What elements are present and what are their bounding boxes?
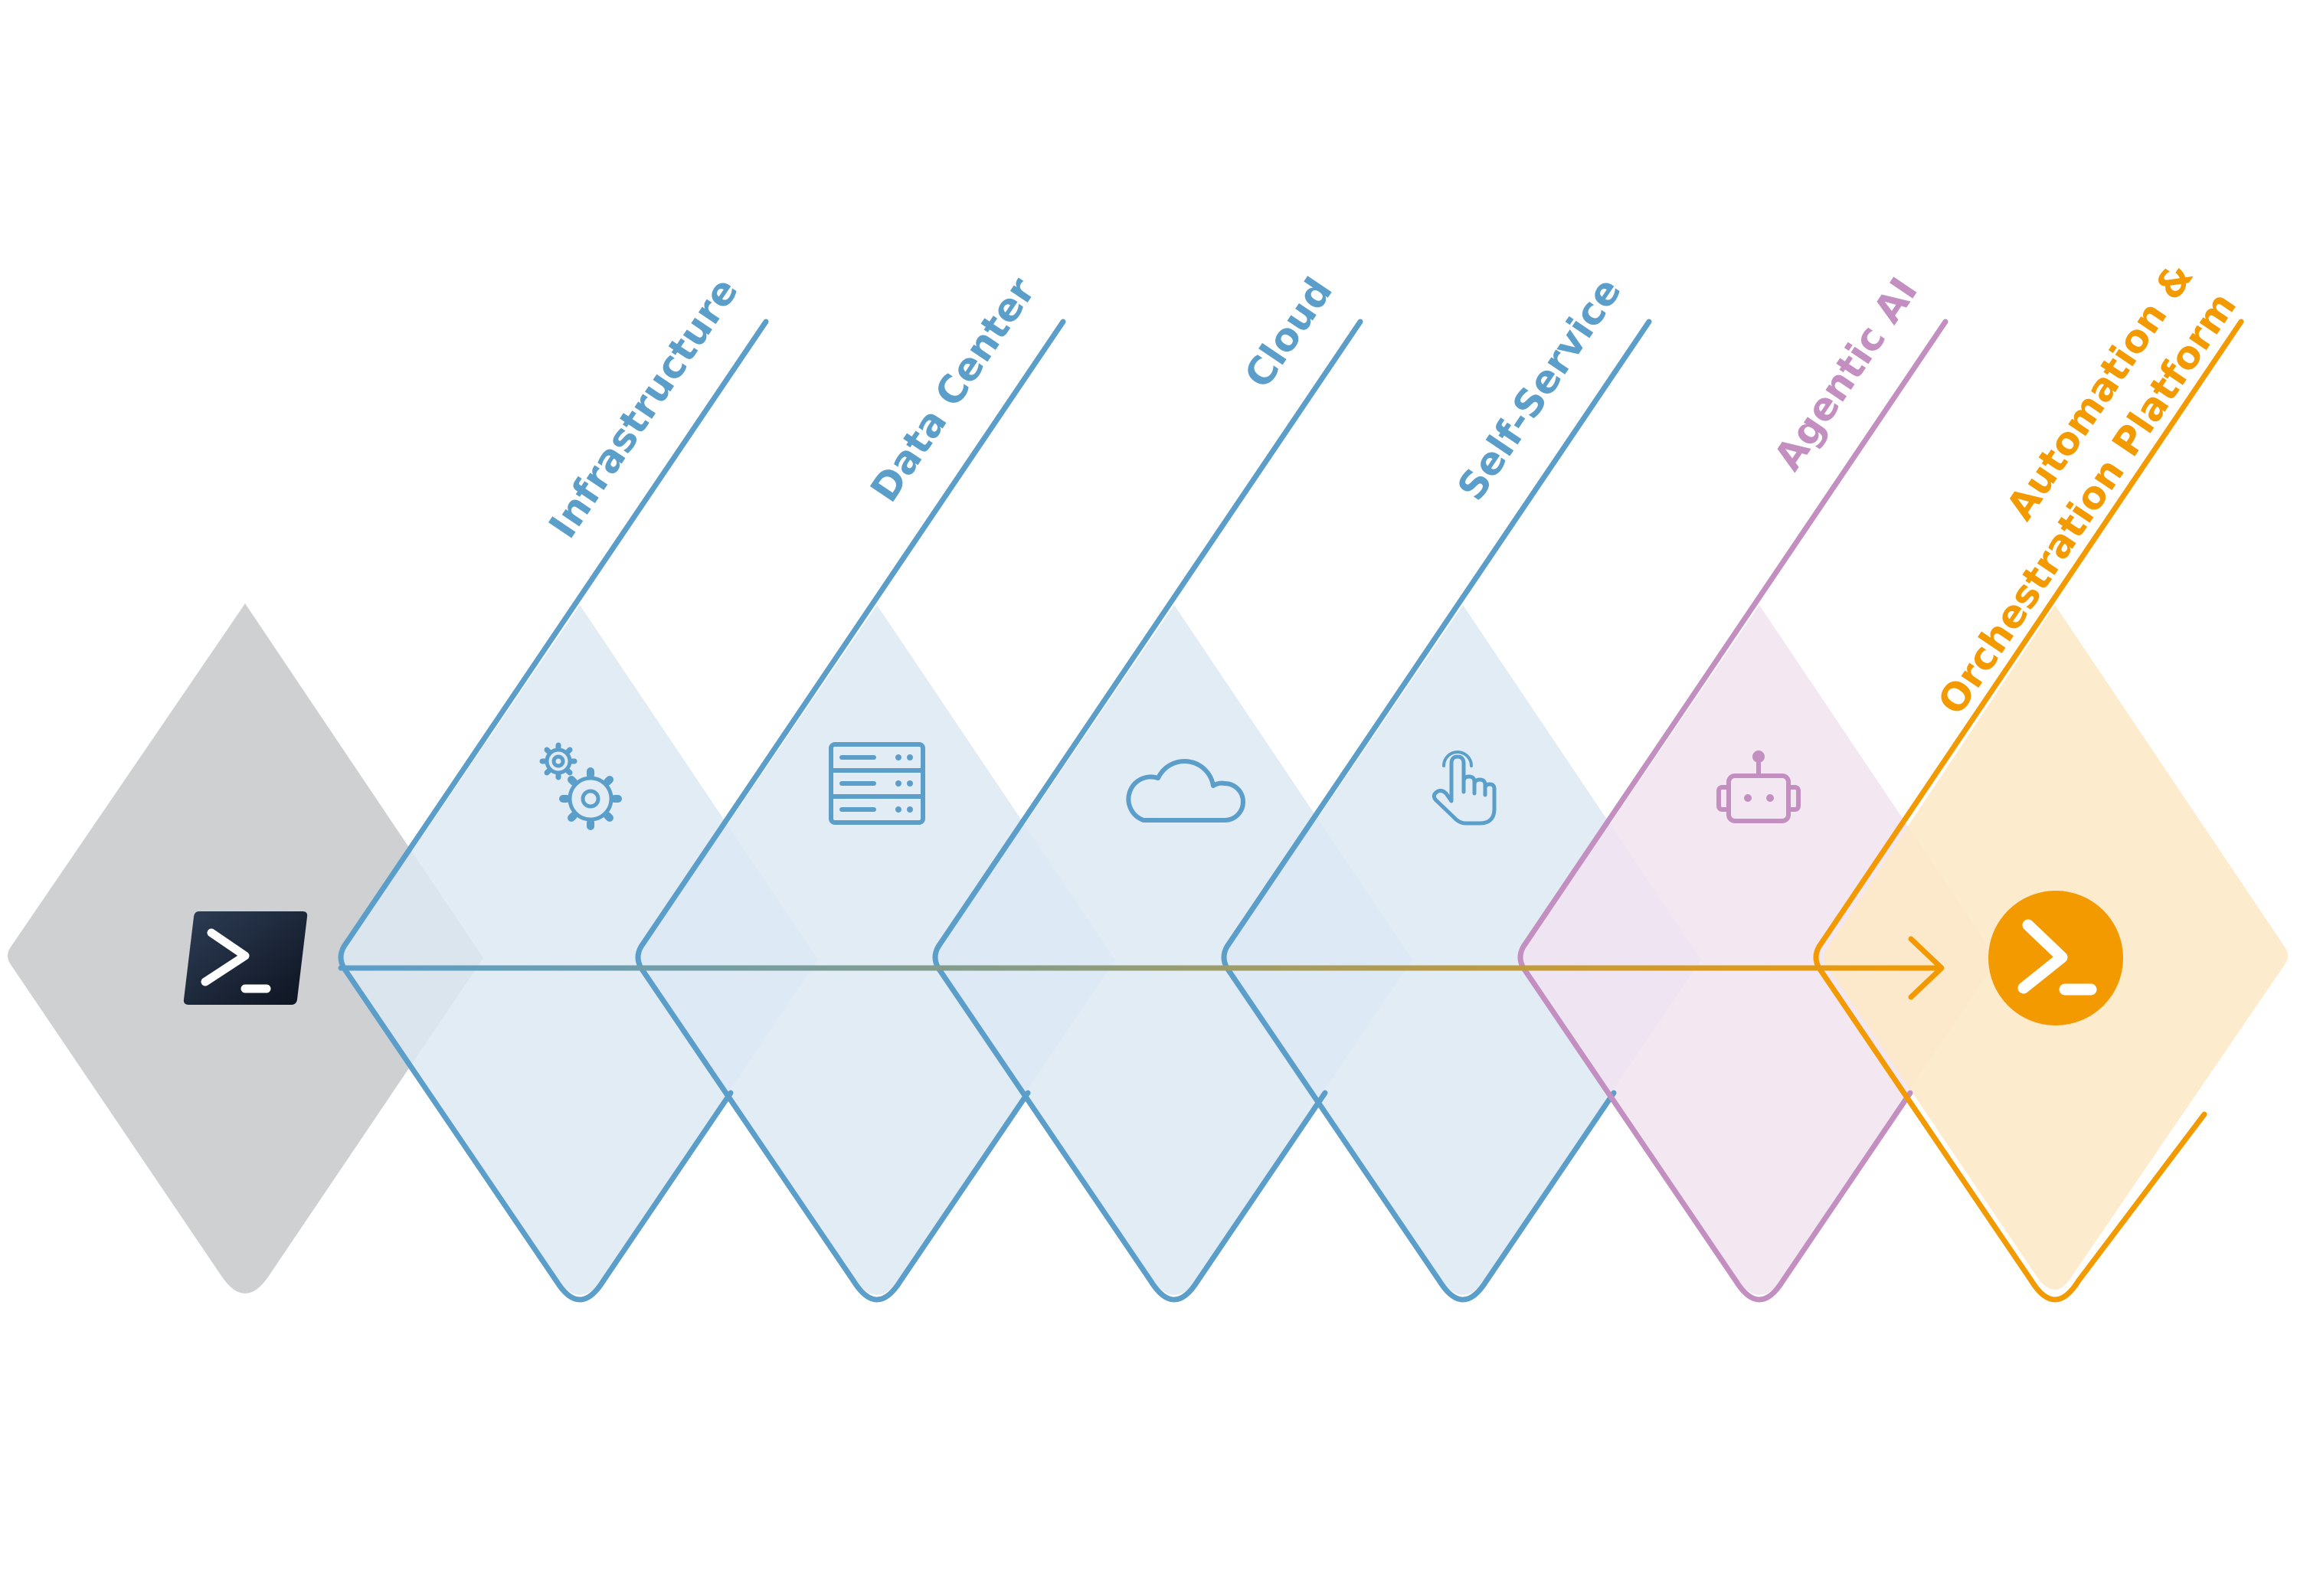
diamond-fill-infrastructure xyxy=(342,605,818,1295)
diamond-fill-self-service xyxy=(1225,605,1701,1295)
diamond-fill-cloud xyxy=(937,605,1412,1295)
server-rack-icon xyxy=(829,742,925,825)
outline-data-center xyxy=(635,319,1066,1303)
powershell-orange-icon xyxy=(1988,891,2123,1025)
outline-automation-platform xyxy=(1813,319,2244,1303)
robot-icon xyxy=(1716,751,1801,823)
outline-cloud xyxy=(932,319,1363,1303)
stage-label-agentic-ai: Agentic AI xyxy=(1765,270,1926,478)
outline-agentic-ai xyxy=(1517,319,1949,1303)
powershell-icon xyxy=(183,911,308,1005)
pointing-hand-icon xyxy=(1432,751,1497,826)
progress-arrow xyxy=(338,936,1945,1000)
cloud-icon xyxy=(1126,759,1245,823)
stage-outlines xyxy=(338,319,2244,1303)
diamond-fill-agentic-ai xyxy=(1522,605,1998,1295)
outline-infrastructure xyxy=(338,319,769,1303)
outline-self-service xyxy=(1221,319,1652,1303)
gears-icon xyxy=(539,742,622,830)
diamond-fill-data-center xyxy=(640,605,1115,1295)
arrow-head xyxy=(1908,936,1945,1000)
